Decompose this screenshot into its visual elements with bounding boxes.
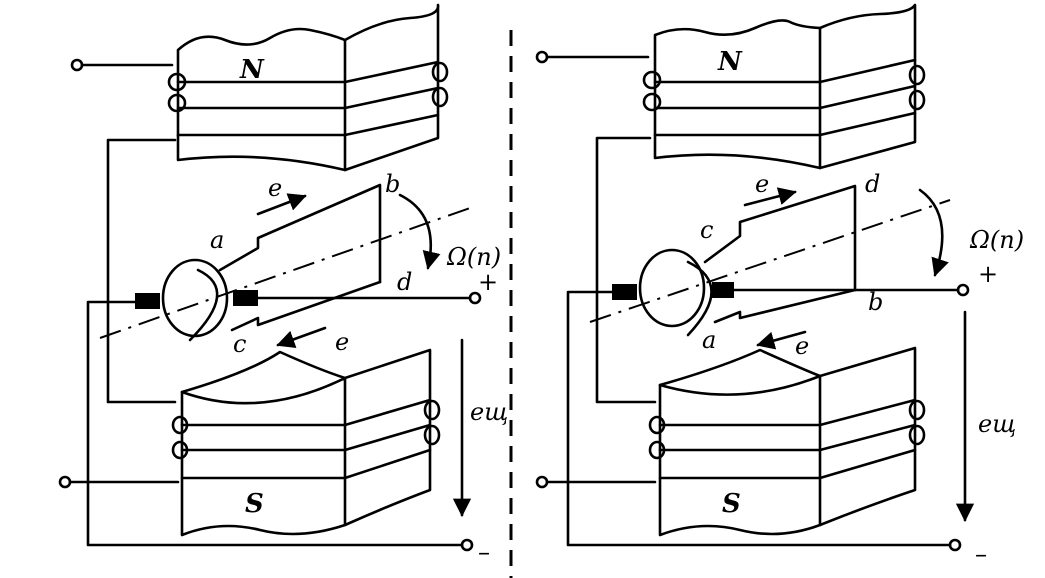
- left-field-wiring: [58, 58, 180, 489]
- right-label-c: c: [700, 216, 713, 244]
- right-rotation-label: Ω(n): [969, 226, 1024, 254]
- right-armature: c d a b e e Ω(n): [589, 170, 1024, 360]
- right-emf-bottom: e: [795, 332, 809, 360]
- right-plus: +: [978, 260, 998, 288]
- left-minus: –: [478, 538, 490, 566]
- right-label-south: S: [722, 489, 741, 519]
- left-pole-south: S: [171, 348, 441, 537]
- left-rotation-label: Ω(n): [446, 243, 501, 271]
- left-label-north: N: [239, 55, 265, 85]
- left-label-c: c: [233, 330, 246, 358]
- right-label-b: b: [868, 288, 883, 316]
- right-panel: N S: [535, 3, 1024, 568]
- right-pole-south: S: [648, 346, 926, 537]
- right-label-north: N: [717, 47, 743, 77]
- right-minus: –: [975, 540, 987, 568]
- right-pole-north: N: [642, 3, 926, 170]
- left-output: + – eщ: [86, 268, 508, 566]
- right-field-wiring: [535, 50, 657, 489]
- left-brush-2: [233, 290, 258, 306]
- right-brush-1: [612, 284, 637, 300]
- left-plus: +: [478, 268, 498, 296]
- right-brush-2: [712, 282, 734, 298]
- left-brush-voltage: eщ: [470, 398, 508, 426]
- left-label-south: S: [245, 489, 264, 519]
- right-emf-top: e: [755, 170, 769, 198]
- right-brush-voltage: eщ: [978, 410, 1016, 438]
- left-pole-north: N: [167, 3, 449, 172]
- left-label-b: b: [385, 170, 400, 198]
- left-label-a: a: [210, 226, 224, 254]
- left-label-d: d: [397, 268, 412, 296]
- left-emf-bottom: e: [335, 328, 349, 356]
- left-brush-1: [135, 293, 160, 309]
- left-panel: N S: [58, 3, 508, 566]
- right-label-d: d: [865, 170, 880, 198]
- right-output: + – eщ: [566, 260, 1016, 568]
- left-armature: a b c d e e Ω(n): [99, 170, 501, 358]
- left-emf-top: e: [268, 174, 282, 202]
- right-label-a: a: [702, 326, 716, 354]
